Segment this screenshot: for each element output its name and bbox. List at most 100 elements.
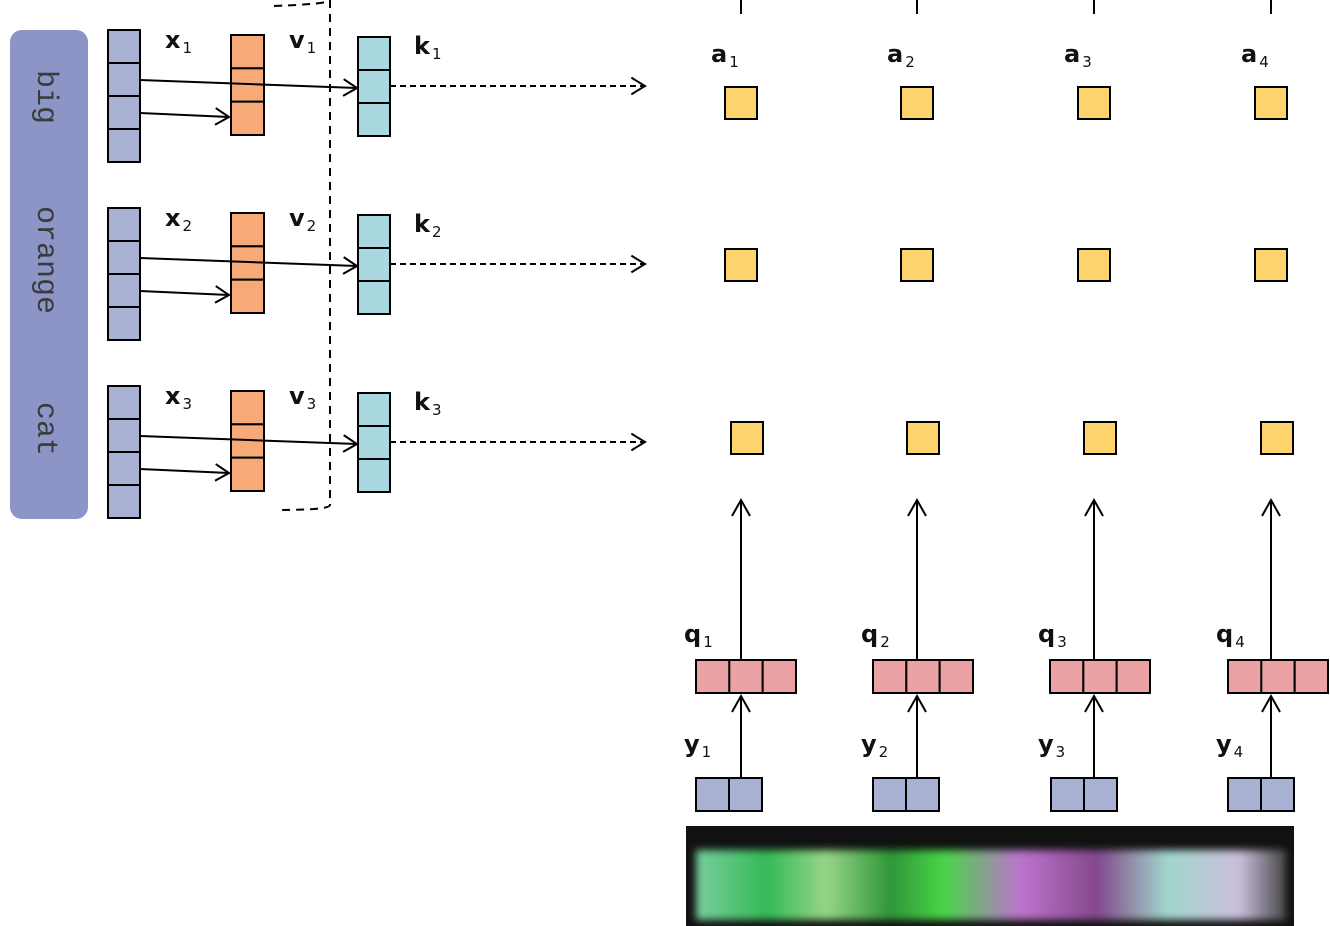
- k-vector: [357, 392, 391, 493]
- vector-cell: [107, 306, 141, 341]
- arrow-head: [1261, 497, 1281, 517]
- attention-score-cell: [730, 421, 764, 455]
- q-vector: [1049, 659, 1151, 694]
- vector-cell: [357, 36, 391, 71]
- vector-cell: [938, 659, 975, 694]
- vector-cell: [1293, 659, 1329, 694]
- vector-cell: [761, 659, 798, 694]
- vector-cell: [230, 212, 265, 248]
- attention-score-cell: [900, 86, 934, 120]
- vector-cell: [1050, 777, 1085, 812]
- attention-score-cell: [1254, 248, 1288, 282]
- vector-cell: [107, 29, 141, 64]
- arrow-head: [907, 693, 927, 713]
- blurred-output-image: [686, 826, 1294, 926]
- arrow-head: [342, 256, 359, 275]
- vector-cell: [695, 659, 731, 694]
- x-to-k-arrow: [139, 78, 359, 97]
- x-to-k-arrow: [139, 434, 359, 453]
- vector-cell: [107, 207, 141, 242]
- arrow-shaft: [139, 468, 230, 474]
- vector-cell: [357, 214, 391, 249]
- attention-score-cell: [724, 248, 758, 282]
- arrow-shaft: [139, 290, 230, 296]
- vector-cell: [872, 777, 907, 812]
- vector-cell: [230, 100, 265, 136]
- value-bracket: [273, 0, 331, 511]
- x-to-v-arrow: [139, 285, 231, 304]
- arrow-shaft: [139, 257, 358, 267]
- token-sequence-panel: [10, 30, 88, 519]
- vector-cell: [230, 390, 265, 426]
- arrow-head: [214, 285, 231, 304]
- vector-cell: [230, 456, 265, 492]
- vector-cell: [1260, 659, 1296, 694]
- vector-cell: [357, 392, 391, 427]
- arrow-shaft: [139, 79, 358, 89]
- k-to-score-arrow: [390, 254, 647, 274]
- vector-cell: [357, 458, 391, 493]
- x-to-v-arrow: [139, 463, 231, 482]
- vector-cell: [107, 128, 141, 163]
- y-to-q-arrow: [1261, 693, 1281, 778]
- vector-cell: [905, 659, 941, 694]
- attention-score-cell: [1077, 248, 1111, 282]
- attention-score-cell: [1077, 86, 1111, 120]
- vector-cell: [728, 777, 763, 812]
- attention-score-cell: [724, 86, 758, 120]
- vector-cell: [357, 280, 391, 315]
- arrow-head: [731, 693, 751, 713]
- vector-cell: [107, 273, 141, 308]
- q-vector: [1227, 659, 1329, 694]
- vector-cell: [1049, 659, 1085, 694]
- q-to-score-arrow: [1084, 497, 1104, 660]
- x-vector: [107, 29, 141, 163]
- vector-cell: [1260, 777, 1295, 812]
- arrow-head: [630, 432, 647, 452]
- x-to-v-arrow: [139, 107, 231, 126]
- vector-cell: [230, 34, 265, 70]
- q-vector: [872, 659, 975, 694]
- k-to-score-arrow: [390, 432, 647, 452]
- arrow-head: [1084, 497, 1104, 517]
- vector-cell: [107, 451, 141, 486]
- x-to-k-arrow: [139, 256, 359, 275]
- q-to-score-arrow: [1261, 497, 1281, 660]
- arrow-head: [1084, 693, 1104, 713]
- attention-score-cell: [1260, 421, 1294, 455]
- y-to-q-arrow: [1084, 693, 1104, 778]
- vector-cell: [1115, 659, 1151, 694]
- attention-score-cell: [1083, 421, 1117, 455]
- y-vector: [872, 777, 940, 812]
- vector-cell: [695, 777, 730, 812]
- vector-cell: [107, 95, 141, 130]
- arrow-head: [907, 497, 927, 517]
- vector-cell: [872, 659, 908, 694]
- vector-cell: [1083, 777, 1118, 812]
- vector-cell: [1227, 777, 1262, 812]
- vector-cell: [1082, 659, 1118, 694]
- vector-cell: [357, 425, 391, 460]
- v-vector: [230, 34, 265, 136]
- attention-score-cell: [906, 421, 940, 455]
- x-vector: [107, 385, 141, 519]
- q-vector: [695, 659, 798, 694]
- arrow-shaft: [139, 112, 230, 118]
